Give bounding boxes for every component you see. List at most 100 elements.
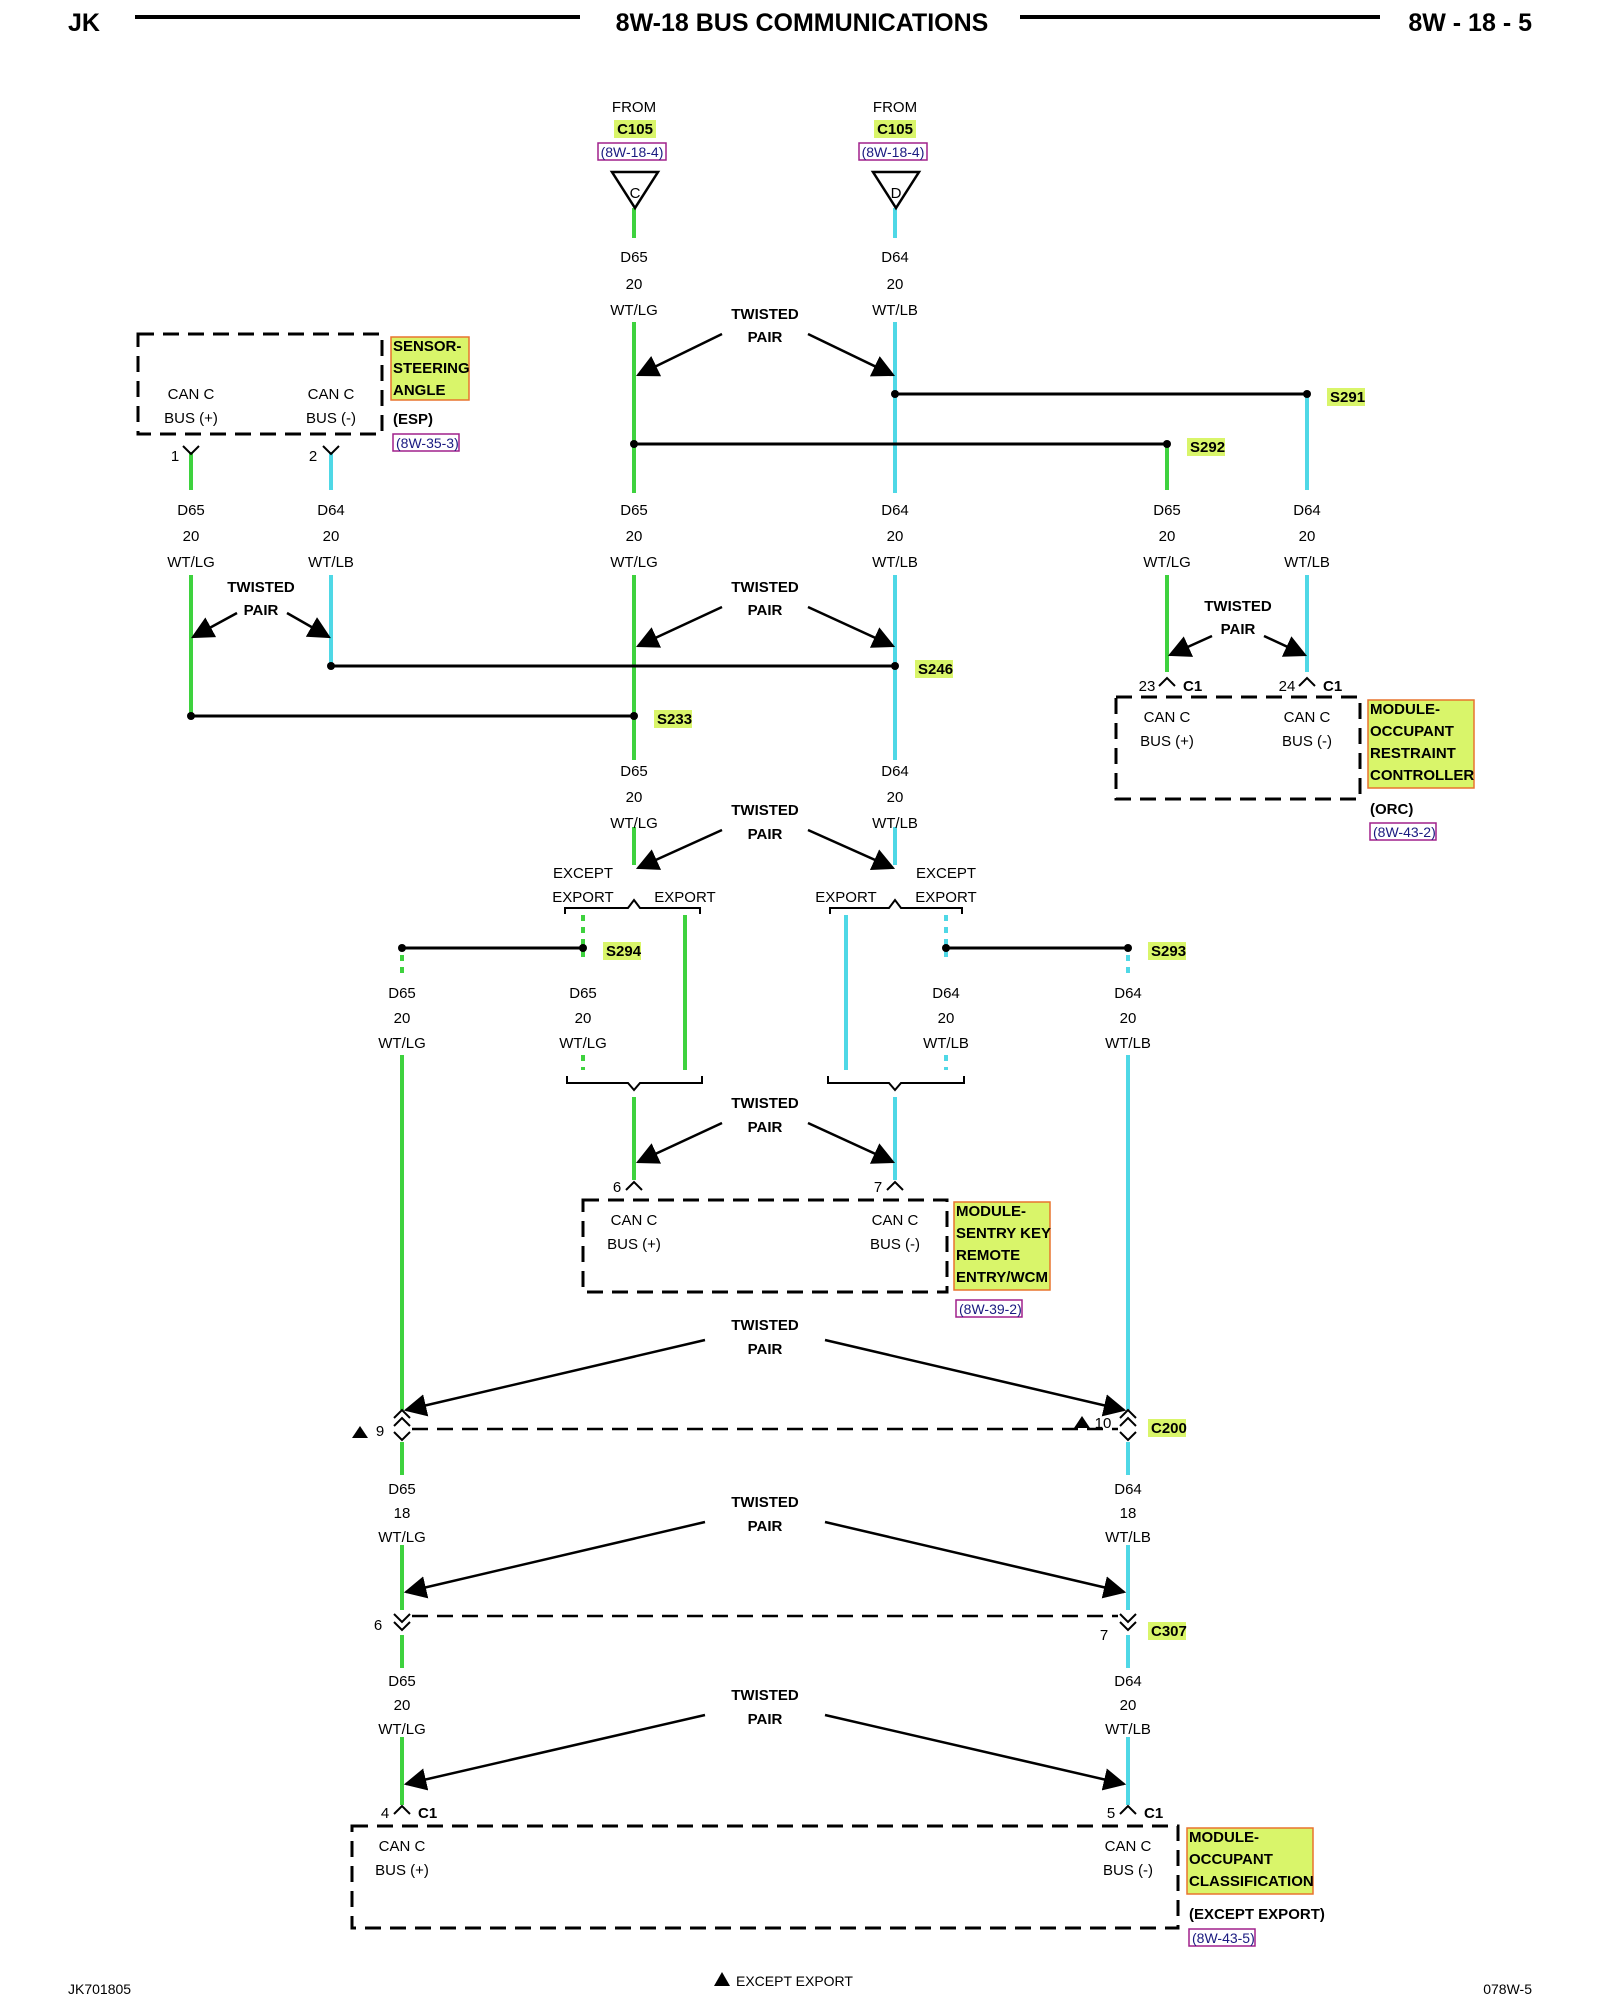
wire-label: D64 20 WT/LB — [1284, 502, 1330, 571]
svg-text:RESTRAINT: RESTRAINT — [1370, 745, 1456, 762]
wire-label: D65 20 WT/LG — [1143, 502, 1191, 571]
from-connector-d: FROM C105 (8W-18-4) D — [858, 99, 928, 211]
splice-dots — [187, 390, 1311, 952]
twisted-pair-1: TWISTED PAIR — [635, 306, 896, 377]
splice-lines — [191, 392, 1307, 950]
wire-label: D65 20 WT/LG — [378, 985, 426, 1052]
splice-s292: S292 — [1190, 439, 1225, 456]
svg-text:CONTROLLER: CONTROLLER — [1370, 767, 1474, 784]
svg-text:EXPORT: EXPORT — [915, 889, 976, 906]
twisted-pair-4: TWISTED PAIR — [635, 1095, 896, 1164]
splice-s291: S291 — [1330, 389, 1365, 406]
svg-text:1: 1 — [171, 448, 179, 465]
svg-text:MODULE-: MODULE- — [1189, 1829, 1259, 1846]
splice-s293: S293 — [1151, 943, 1186, 960]
svg-text:CAN C: CAN C — [1105, 1838, 1152, 1855]
svg-text:D64: D64 — [932, 985, 960, 1002]
connector-c307: 6 7 C307 — [374, 1613, 1187, 1644]
header-right: 8W - 18 - 5 — [1408, 9, 1532, 37]
twisted-pair-5: TWISTED PAIR — [403, 1317, 1127, 1417]
splice-s233: S233 — [657, 711, 692, 728]
svg-text:WT/LB: WT/LB — [1105, 1529, 1151, 1546]
footer-right: 078W-5 — [1483, 1981, 1532, 1997]
svg-text:TWISTED: TWISTED — [731, 1095, 799, 1112]
svg-text:BUS (+): BUS (+) — [607, 1236, 661, 1253]
svg-text:BUS (+): BUS (+) — [164, 410, 218, 427]
svg-text:BUS (-): BUS (-) — [1282, 733, 1332, 750]
svg-text:C1: C1 — [1183, 678, 1202, 695]
svg-text:BUS (-): BUS (-) — [1103, 1862, 1153, 1879]
svg-text:20: 20 — [938, 1010, 955, 1027]
svg-text:CAN C: CAN C — [1144, 709, 1191, 726]
svg-text:20: 20 — [626, 276, 643, 293]
from-connector-c: FROM C105 (8W-18-4) C — [597, 99, 667, 211]
svg-text:PAIR: PAIR — [1221, 621, 1256, 638]
splice-labels: S291 S292 S246 S233 S294 S293 — [603, 388, 1365, 960]
twisted-pair-6: TWISTED PAIR — [403, 1494, 1127, 1599]
svg-text:WT/LB: WT/LB — [872, 554, 918, 571]
svg-text:20: 20 — [183, 528, 200, 545]
export-branch-left: EXCEPT EXPORT EXPORT — [552, 865, 716, 1092]
wire-label: D64 20 WT/LB — [1105, 985, 1151, 1052]
svg-text:D65: D65 — [177, 502, 205, 519]
wire-label: D64 18 WT/LB — [1105, 1481, 1151, 1546]
svg-text:(ESP): (ESP) — [393, 411, 433, 428]
svg-text:TWISTED: TWISTED — [731, 1317, 799, 1334]
svg-text:EXPORT: EXPORT — [552, 889, 613, 906]
svg-text:TWISTED: TWISTED — [1204, 598, 1272, 615]
svg-text:WT/LG: WT/LG — [378, 1721, 426, 1738]
wire-label: D64 20 WT/LB — [923, 985, 969, 1052]
svg-text:(EXCEPT EXPORT): (EXCEPT EXPORT) — [1189, 1906, 1325, 1923]
svg-text:WT/LB: WT/LB — [1105, 1721, 1151, 1738]
svg-text:SENSOR-: SENSOR- — [393, 338, 461, 355]
module-occupant-classification: CAN C BUS (+) CAN C BUS (-) 4 C1 5 C1 MO… — [350, 1804, 1325, 1947]
svg-text:CLASSIFICATION: CLASSIFICATION — [1189, 1873, 1314, 1890]
wires — [189, 208, 1309, 1805]
svg-text:24: 24 — [1279, 678, 1296, 695]
wire-label: D64 20 WT/LB — [872, 249, 918, 319]
svg-text:WT/LB: WT/LB — [872, 302, 918, 319]
svg-text:18: 18 — [394, 1505, 411, 1522]
splice-s294: S294 — [606, 943, 642, 960]
svg-text:(8W-43-5): (8W-43-5) — [1192, 1930, 1255, 1946]
svg-text:WT/LB: WT/LB — [923, 1035, 969, 1052]
splice-s246: S246 — [918, 661, 953, 678]
svg-text:20: 20 — [575, 1010, 592, 1027]
twisted-pair-7: TWISTED PAIR — [403, 1687, 1127, 1791]
from-conn-name-2: C105 — [877, 121, 913, 138]
twisted-pair-orc: TWISTED PAIR — [1167, 598, 1308, 657]
footer-left: JK701805 — [68, 1981, 131, 1997]
svg-text:PAIR: PAIR — [748, 1341, 783, 1358]
svg-text:18: 18 — [1120, 1505, 1137, 1522]
svg-text:2: 2 — [309, 448, 317, 465]
wire-label: D65 20 WT/LG — [167, 502, 215, 571]
from-conn-name-1: C105 — [617, 121, 653, 138]
svg-text:6: 6 — [374, 1617, 382, 1634]
svg-text:ANGLE: ANGLE — [393, 382, 446, 399]
svg-text:C: C — [630, 185, 641, 202]
svg-text:PAIR: PAIR — [748, 826, 783, 843]
footer-legend: EXCEPT EXPORT — [736, 1973, 853, 1989]
svg-text:PAIR: PAIR — [748, 1518, 783, 1535]
header-left: JK — [68, 9, 100, 37]
svg-text:BUS (-): BUS (-) — [306, 410, 356, 427]
page-header: JK 8W-18 BUS COMMUNICATIONS 8W - 18 - 5 — [68, 9, 1532, 37]
svg-text:MODULE-: MODULE- — [1370, 701, 1440, 718]
svg-text:EXPORT: EXPORT — [815, 889, 876, 906]
svg-text:TWISTED: TWISTED — [227, 579, 295, 596]
svg-text:(ORC): (ORC) — [1370, 801, 1413, 818]
module-steering-angle-sensor: CAN C BUS (+) CAN C BUS (-) SENSOR- STEE… — [136, 332, 470, 465]
svg-text:CAN C: CAN C — [308, 386, 355, 403]
svg-text:D64: D64 — [1114, 985, 1142, 1002]
svg-text:D65: D65 — [388, 1673, 416, 1690]
svg-text:5: 5 — [1107, 1805, 1115, 1822]
svg-text:TWISTED: TWISTED — [731, 1687, 799, 1704]
wire-label: D65 20 WT/LG — [610, 249, 658, 319]
svg-text:STEERING: STEERING — [393, 360, 470, 377]
svg-text:D64: D64 — [881, 249, 909, 266]
svg-text:C307: C307 — [1151, 1623, 1187, 1640]
svg-text:SENTRY KEY: SENTRY KEY — [956, 1225, 1051, 1242]
svg-text:(8W-43-2): (8W-43-2) — [1373, 824, 1436, 840]
svg-text:OCCUPANT: OCCUPANT — [1370, 723, 1454, 740]
